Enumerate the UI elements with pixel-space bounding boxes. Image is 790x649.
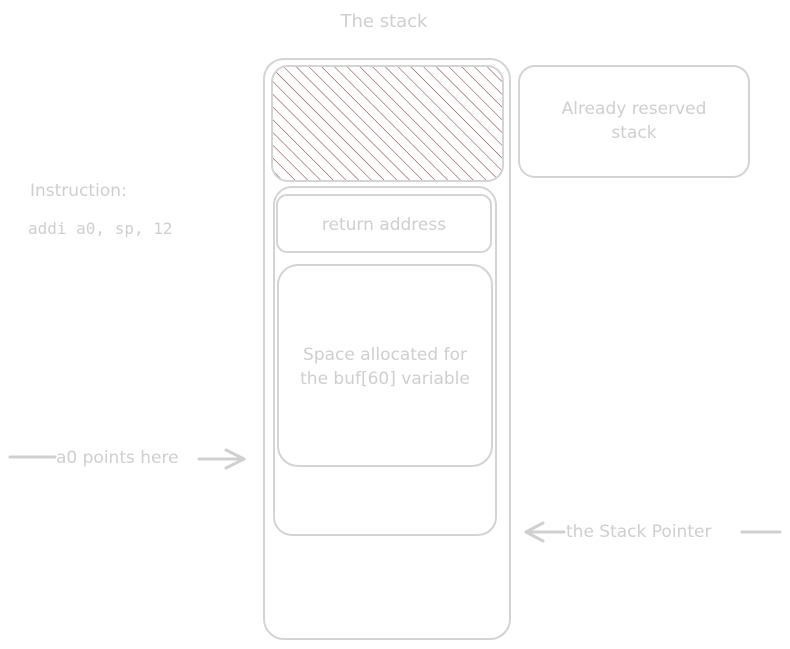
return-address-label: return address	[322, 215, 446, 235]
a0-label: a0 points here	[56, 448, 179, 468]
return-address-box	[276, 194, 492, 253]
instruction-code: addi a0, sp, 12	[28, 219, 173, 238]
buffer-box	[277, 264, 493, 467]
reserved-label-box	[518, 65, 750, 178]
sp-label: the Stack Pointer	[566, 522, 711, 542]
reserved-label-line1: Already reserved	[562, 99, 707, 119]
a0-arrowhead-icon	[224, 448, 246, 470]
instruction-label: Instruction:	[30, 181, 127, 201]
diagram-title: The stack	[340, 11, 429, 32]
reserved-label-line2: stack	[611, 123, 656, 143]
buffer-label-line1: Space allocated for	[303, 345, 467, 365]
stack-frame	[273, 186, 497, 536]
buffer-label-line2: the buf[60] variable	[300, 369, 470, 389]
reserved-stack-region	[271, 65, 504, 182]
stack-column	[263, 58, 511, 640]
